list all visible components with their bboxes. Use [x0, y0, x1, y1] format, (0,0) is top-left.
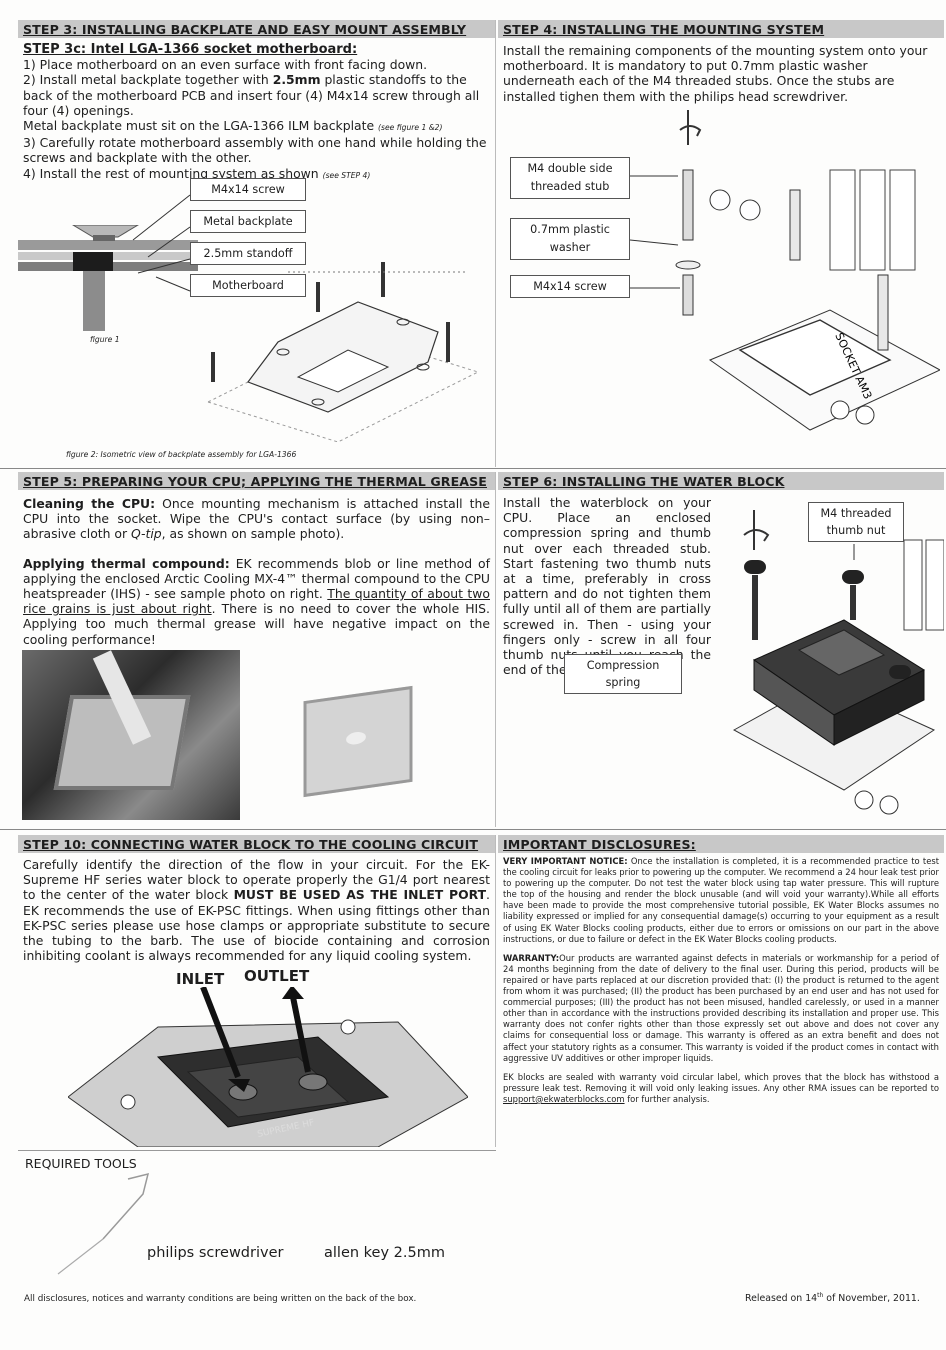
- figure1-cross-section: [18, 225, 198, 331]
- step4-header: STEP 4: INSTALLING THE MOUNTING SYSTEM: [498, 20, 944, 38]
- callout-motherboard: Motherboard: [190, 274, 306, 297]
- figure1-caption: figure 1: [90, 335, 120, 344]
- step10-text: Carefully identify the direction of the …: [23, 857, 490, 964]
- step3-line1: 1) Place motherboard on an even surface …: [23, 57, 428, 73]
- step3-line2d: Metal backplate must sit on the LGA-1366…: [23, 118, 443, 134]
- step5-applying: Applying thermal compound: EK recommends…: [23, 555, 490, 647]
- callout-metal-backplate: Metal backplate: [190, 210, 306, 233]
- tools-section: REQUIRED TOOLS philips screwdriver allen…: [18, 1150, 496, 1280]
- step3-subheader: STEP 3c: Intel LGA-1366 socket motherboa…: [23, 42, 358, 57]
- tool-allen-key: allen key 2.5mm: [324, 1245, 445, 1261]
- step3-line3: 3) Carefully rotate motherboard assembly…: [23, 135, 487, 166]
- cpu-with-compound-photo: [303, 685, 413, 798]
- figure2-caption: figure 2: Isometric view of backplate as…: [66, 450, 297, 459]
- divider-1: [0, 468, 946, 469]
- step5-panel: STEP 5: PREPARING YOUR CPU; APPLYING THE…: [18, 472, 496, 827]
- step3-line2: 2) Install metal backplate together with…: [23, 72, 480, 118]
- disclosures-notice: VERY IMPORTANT NOTICE: Once the installa…: [503, 856, 939, 944]
- step10-waterblock-illustration: SUPREME HF: [68, 987, 468, 1147]
- disclosures-header: IMPORTANT DISCLOSURES:: [498, 835, 944, 853]
- disclosures-seal: EK blocks are sealed with warranty void …: [503, 1071, 939, 1104]
- step5-header: STEP 5: PREPARING YOUR CPU; APPLYING THE…: [18, 472, 495, 490]
- step4-mounting-illustration: SOCKET AM3: [630, 110, 940, 431]
- step3-header: STEP 3: INSTALLING BACKPLATE AND EASY MO…: [18, 20, 495, 38]
- footer-left-note: All disclosures, notices and warranty co…: [24, 1294, 417, 1304]
- callout-m4x14-screw: M4x14 screw: [190, 178, 306, 201]
- callout-thumb-nut: M4 threaded thumb nut: [808, 502, 904, 542]
- step4-text: Install the remaining components of the …: [503, 43, 928, 104]
- step5-cleaning: Cleaning the CPU: Once mounting mechanis…: [23, 496, 490, 542]
- step3-line4: 4) Install the rest of mounting system a…: [23, 165, 371, 181]
- callout-leader-lines: [132, 194, 191, 292]
- disclosures-panel: IMPORTANT DISCLOSURES: VERY IMPORTANT NO…: [498, 835, 944, 1147]
- step10-panel: STEP 10: CONNECTING WATER BLOCK TO THE C…: [18, 835, 496, 1147]
- callout-m4x14-screw-step4: M4x14 screw: [510, 275, 630, 298]
- disclosures-warranty: WARRANTY:Our products are warranted agai…: [503, 952, 939, 1063]
- step6-header: STEP 6: INSTALLING THE WATER BLOCK: [498, 472, 944, 490]
- divider-2: [0, 829, 946, 830]
- support-email-link[interactable]: support@ekwaterblocks.com: [503, 1093, 625, 1104]
- step4-panel: STEP 4: INSTALLING THE MOUNTING SYSTEM I…: [498, 20, 944, 467]
- figure2-isometric-backplate: [206, 262, 480, 442]
- callout-plastic-washer: 0.7mm plastic washer: [510, 218, 630, 260]
- outlet-label: OUTLET: [244, 967, 310, 985]
- tools-header: REQUIRED TOOLS: [25, 1156, 137, 1171]
- screwdriver-icon: [57, 1172, 150, 1275]
- step3-panel: STEP 3: INSTALLING BACKPLATE AND EASY MO…: [18, 20, 496, 467]
- callout-threaded-stub: M4 double side threaded stub: [510, 157, 630, 199]
- step6-text: Install the waterblock on your CPU. Plac…: [503, 495, 711, 678]
- callout-compression-spring: Compression spring: [564, 654, 682, 694]
- cpu-socket-photo: [22, 650, 240, 820]
- step6-waterblock-illustration: [732, 510, 944, 815]
- callout-standoff: 2.5mm standoff: [190, 242, 306, 265]
- footer-release-date: Released on 14th of November, 2011.: [745, 1292, 920, 1305]
- step10-header: STEP 10: CONNECTING WATER BLOCK TO THE C…: [18, 835, 495, 853]
- step6-panel: STEP 6: INSTALLING THE WATER BLOCK Insta…: [498, 472, 944, 827]
- tool-philips-screwdriver: philips screwdriver: [147, 1245, 284, 1261]
- inlet-label: INLET: [176, 970, 225, 988]
